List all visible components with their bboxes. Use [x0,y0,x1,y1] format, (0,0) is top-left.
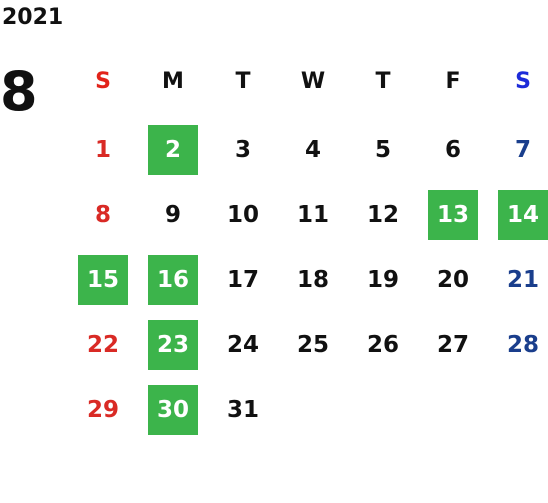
day-cell-1: 1 [94,137,111,163]
weekday-tuesday: T [235,69,251,94]
day-cell-13: 13 [428,190,478,240]
weekday-thursday: T [375,69,391,94]
day-cell-14: 14 [498,190,548,240]
weekday-header: S M T W T F S [0,0,548,120]
weekday-sunday: S [95,69,111,94]
year-label: 2021 [2,5,64,30]
day-cell-10: 10 [226,202,259,228]
day-cell-6: 6 [444,137,461,163]
day-cell-26: 26 [366,332,399,358]
day-cell-21: 21 [506,267,539,293]
day-cell-28: 28 [506,332,539,358]
day-cell-30: 30 [148,385,198,435]
day-cell-18: 18 [296,267,329,293]
day-cell-22: 22 [86,332,119,358]
weekday-saturday: S [515,69,531,94]
day-cell-25: 25 [296,332,329,358]
weekday-monday: M [162,69,184,94]
weekday-friday: F [445,69,461,94]
day-cell-9: 9 [164,202,181,228]
day-cell-24: 24 [226,332,259,358]
day-cell-17: 17 [226,267,259,293]
day-cell-2: 2 [148,125,198,175]
day-cell-11: 11 [296,202,329,228]
day-cell-31: 31 [226,397,259,423]
day-cell-7: 7 [514,137,531,163]
day-cell-12: 12 [366,202,399,228]
day-cell-29: 29 [86,397,119,423]
day-cell-19: 19 [366,267,399,293]
day-cell-16: 16 [148,255,198,305]
weekday-wednesday: W [300,69,326,94]
day-cell-3: 3 [234,137,251,163]
day-cell-4: 4 [304,137,321,163]
day-cell-8: 8 [94,202,111,228]
month-number: 8 [0,60,38,123]
day-cell-15: 15 [78,255,128,305]
day-cell-23: 23 [148,320,198,370]
day-cell-20: 20 [436,267,469,293]
day-cell-5: 5 [374,137,391,163]
day-cell-27: 27 [436,332,469,358]
